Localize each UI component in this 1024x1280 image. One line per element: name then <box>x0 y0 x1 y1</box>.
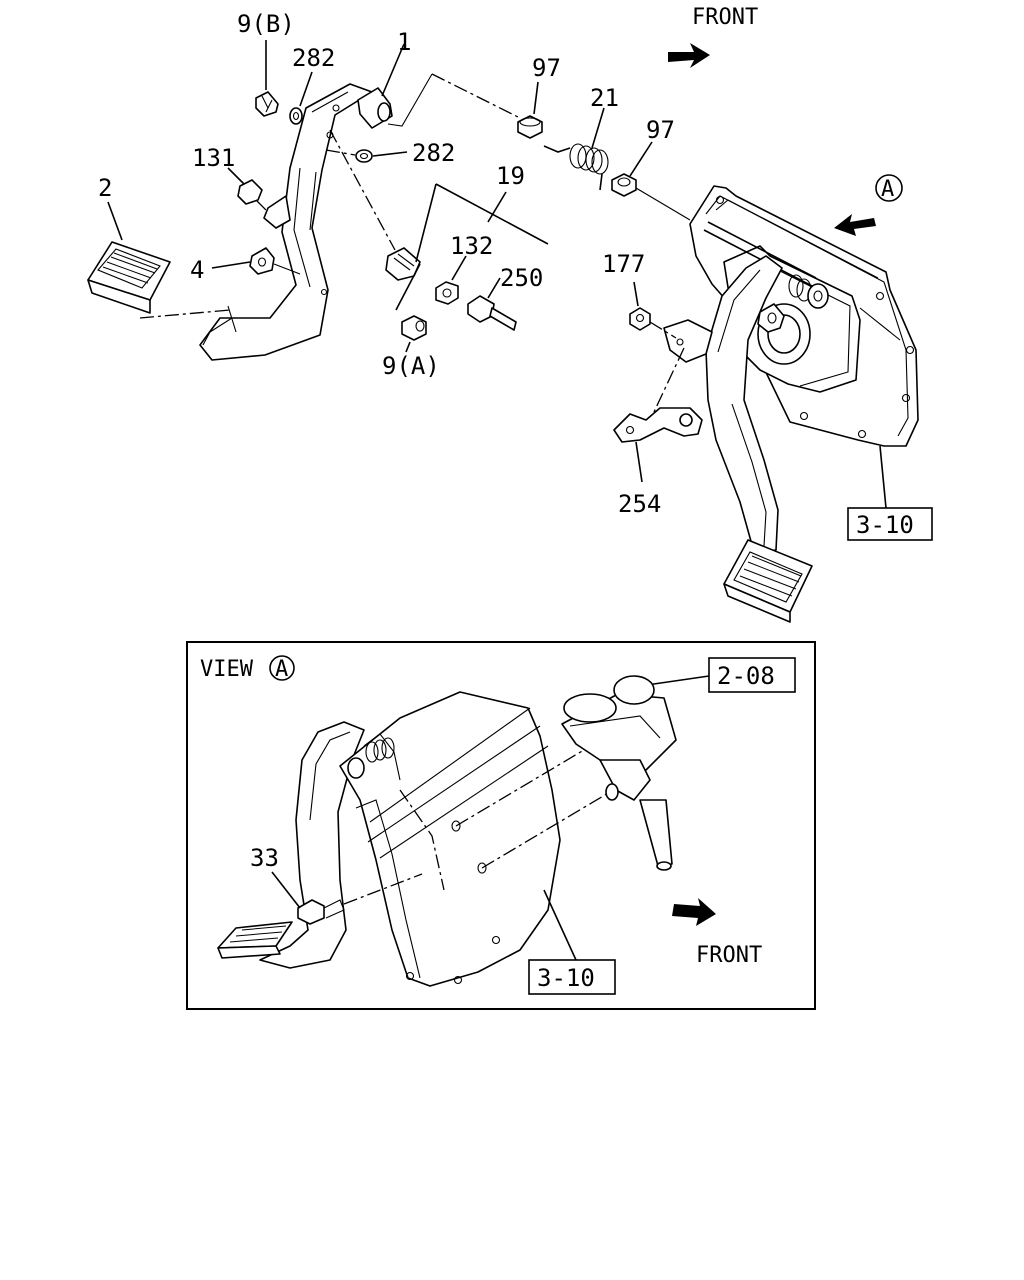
washer-282-lower <box>355 149 408 163</box>
nut-177 <box>629 281 677 339</box>
part-label-19: 19 <box>496 162 525 190</box>
washer-282-upper <box>289 71 313 125</box>
part-label-9b: 9(B) <box>237 10 295 38</box>
view-a-pedal-assembly <box>217 675 677 987</box>
view-a-marker: A <box>875 174 903 202</box>
part-label-97-left: 97 <box>532 54 561 82</box>
view-a-panel: VIEW A 2-08 <box>186 641 816 1010</box>
part-label-21: 21 <box>590 84 619 112</box>
ref-box-3-10-view: 3-10 <box>528 959 616 995</box>
bushing-97-left <box>517 81 543 139</box>
view-front-arrow-icon <box>672 898 716 926</box>
part-label-282-lower: 282 <box>412 139 455 167</box>
ref-box-2-08: 2-08 <box>708 657 796 693</box>
nut-132 <box>435 255 467 305</box>
front-label-view: FRONT <box>696 943 762 968</box>
front-arrow-icon <box>668 43 710 68</box>
svg-text:3-10: 3-10 <box>537 964 595 992</box>
svg-text:A: A <box>275 657 288 682</box>
stopper-4 <box>211 247 301 275</box>
part-label-97-right: 97 <box>646 116 675 144</box>
part-label-250: 250 <box>500 264 543 292</box>
part-label-132: 132 <box>450 232 493 260</box>
bushing-9a <box>401 315 427 353</box>
part-label-2: 2 <box>98 174 112 202</box>
view-a-caption: VIEW A <box>200 655 295 682</box>
part-label-131: 131 <box>192 144 235 172</box>
part-label-9a: 9(A) <box>382 352 440 380</box>
ref-box-3-10-top: 3-10 <box>847 507 933 541</box>
svg-text:VIEW: VIEW <box>200 657 254 682</box>
part-label-4: 4 <box>190 256 204 284</box>
view-direction-arrow-icon <box>834 214 876 236</box>
bushing-97-right <box>611 141 653 197</box>
stopper-131 <box>227 167 291 229</box>
part-label-33: 33 <box>250 844 279 872</box>
pad-leader-dashed <box>139 309 231 319</box>
svg-text:A: A <box>881 177 894 202</box>
pedal-bracket-assembly <box>613 185 919 623</box>
pedal-pad-2 <box>87 241 171 314</box>
svg-text:3-10: 3-10 <box>856 511 914 539</box>
clip-9b <box>255 40 279 117</box>
exploded-view: FRONT <box>87 5 933 623</box>
switch-250 <box>467 277 517 331</box>
part-label-177: 177 <box>602 250 645 278</box>
front-label-top: FRONT <box>692 5 758 30</box>
part-label-254: 254 <box>618 490 661 518</box>
spring-21 <box>543 107 609 191</box>
part-label-282-upper: 282 <box>292 44 335 72</box>
svg-text:2-08: 2-08 <box>717 662 775 690</box>
part-label-1: 1 <box>397 28 411 56</box>
pedal-arm-1 <box>199 43 405 361</box>
